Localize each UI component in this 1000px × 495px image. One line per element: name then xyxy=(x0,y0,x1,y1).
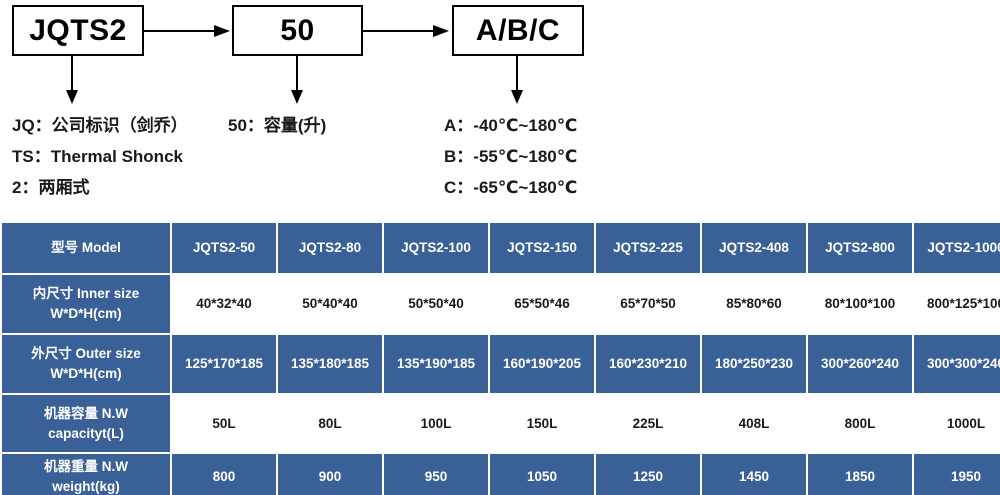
legend-temperature-range: A：-40℃~180℃ B：-55℃~180℃ C：-65℃~180℃ xyxy=(444,110,694,203)
cell-outer-size-1: 125*170*185 xyxy=(172,335,276,393)
diagram-box-model: JQTS2 xyxy=(12,5,144,56)
legend-model-prefix: JQ：公司标识（剑乔） TS：Thermal Shonck 2：两厢式 xyxy=(12,110,227,203)
cell-machine-weight-3: 950 xyxy=(384,454,488,495)
legend-line-a: A：-40℃~180℃ xyxy=(444,116,578,135)
row-label-line2: weight(kg) xyxy=(52,479,120,494)
cell-machine-capacity-4: 150L xyxy=(490,395,594,452)
cell-inner-size-6: 85*80*60 xyxy=(702,275,806,333)
cell-inner-size-4: 65*50*46 xyxy=(490,275,594,333)
cell-outer-size-6: 180*250*230 xyxy=(702,335,806,393)
cell-inner-size-3: 50*50*40 xyxy=(384,275,488,333)
row-label-line2: W*D*H(cm) xyxy=(50,306,122,321)
header-cell-model-3: JQTS2-100 xyxy=(384,223,488,273)
drop-line-3 xyxy=(516,56,518,92)
header-cell-model-2: JQTS2-80 xyxy=(278,223,382,273)
cell-machine-capacity-1: 50L xyxy=(172,395,276,452)
header-cell-model-8: JQTS2-1000 xyxy=(914,223,1000,273)
drop-line-1 xyxy=(71,56,73,92)
cell-machine-weight-1: 800 xyxy=(172,454,276,495)
legend-line-c: C：-65℃~180℃ xyxy=(444,178,578,197)
cell-outer-size-8: 300*300*240 xyxy=(914,335,1000,393)
drop-line-2 xyxy=(296,56,298,92)
cell-machine-capacity-5: 225L xyxy=(596,395,700,452)
cell-machine-weight-2: 900 xyxy=(278,454,382,495)
legend-line-ts: TS：Thermal Shonck xyxy=(12,147,183,166)
diagram-box-temperature: A/B/C xyxy=(452,5,584,56)
arrow-right-icon-1 xyxy=(214,25,230,37)
model-code-diagram: JQTS2 50 A/B/C JQ：公司标识（剑乔） TS：Thermal Sh… xyxy=(0,0,1000,215)
cell-inner-size-8: 800*125*100 xyxy=(914,275,1000,333)
cell-inner-size-2: 50*40*40 xyxy=(278,275,382,333)
cell-outer-size-5: 160*230*210 xyxy=(596,335,700,393)
legend-line-2: 2：两厢式 xyxy=(12,178,90,197)
cell-outer-size-7: 300*260*240 xyxy=(808,335,912,393)
cell-machine-weight-5: 1250 xyxy=(596,454,700,495)
cell-machine-weight-7: 1850 xyxy=(808,454,912,495)
arrow-right-icon-2 xyxy=(433,25,449,37)
row-label-line1: 外尺寸 Outer size xyxy=(31,346,141,362)
cell-inner-size-1: 40*32*40 xyxy=(172,275,276,333)
arrow-down-icon-2 xyxy=(291,90,303,104)
arrow-down-icon-1 xyxy=(66,90,78,104)
cell-outer-size-4: 160*190*205 xyxy=(490,335,594,393)
cell-machine-weight-6: 1450 xyxy=(702,454,806,495)
cell-machine-capacity-3: 100L xyxy=(384,395,488,452)
cell-machine-weight-8: 1950 xyxy=(914,454,1000,495)
connector-line-2 xyxy=(363,30,435,32)
row-label-machine-weight: 机器重量 N.W weight(kg) xyxy=(2,454,170,495)
cell-inner-size-5: 65*70*50 xyxy=(596,275,700,333)
header-cell-model-7: JQTS2-800 xyxy=(808,223,912,273)
cell-outer-size-3: 135*190*185 xyxy=(384,335,488,393)
cell-machine-weight-4: 1050 xyxy=(490,454,594,495)
cell-machine-capacity-2: 80L xyxy=(278,395,382,452)
row-label-line1: 机器容量 N.W xyxy=(44,405,128,421)
legend-capacity: 50：容量(升) xyxy=(228,110,428,141)
cell-machine-capacity-7: 800L xyxy=(808,395,912,452)
header-cell-model-4: JQTS2-150 xyxy=(490,223,594,273)
row-label-line1: 内尺寸 Inner size xyxy=(32,286,140,302)
row-label-line2: W*D*H(cm) xyxy=(50,366,122,381)
arrow-down-icon-3 xyxy=(511,90,523,104)
legend-line-b: B：-55℃~180℃ xyxy=(444,147,578,166)
legend-line-capacity: 50：容量(升) xyxy=(228,116,327,135)
cell-machine-capacity-8: 1000L xyxy=(914,395,1000,452)
header-cell-model-label: 型号 Model xyxy=(2,223,170,273)
cell-machine-capacity-6: 408L xyxy=(702,395,806,452)
diagram-box-capacity: 50 xyxy=(232,5,363,56)
connector-line-1 xyxy=(144,30,216,32)
legend-line-jq: JQ：公司标识（剑乔） xyxy=(12,116,188,135)
cell-outer-size-2: 135*180*185 xyxy=(278,335,382,393)
header-cell-model-5: JQTS2-225 xyxy=(596,223,700,273)
row-label-machine-capacity: 机器容量 N.W capacityt(L) xyxy=(2,395,170,452)
row-label-line2: capacityt(L) xyxy=(48,425,124,441)
header-cell-model-1: JQTS2-50 xyxy=(172,223,276,273)
header-cell-model-6: JQTS2-408 xyxy=(702,223,806,273)
cell-inner-size-7: 80*100*100 xyxy=(808,275,912,333)
row-label-line1: 机器重量 N.W xyxy=(44,459,128,475)
